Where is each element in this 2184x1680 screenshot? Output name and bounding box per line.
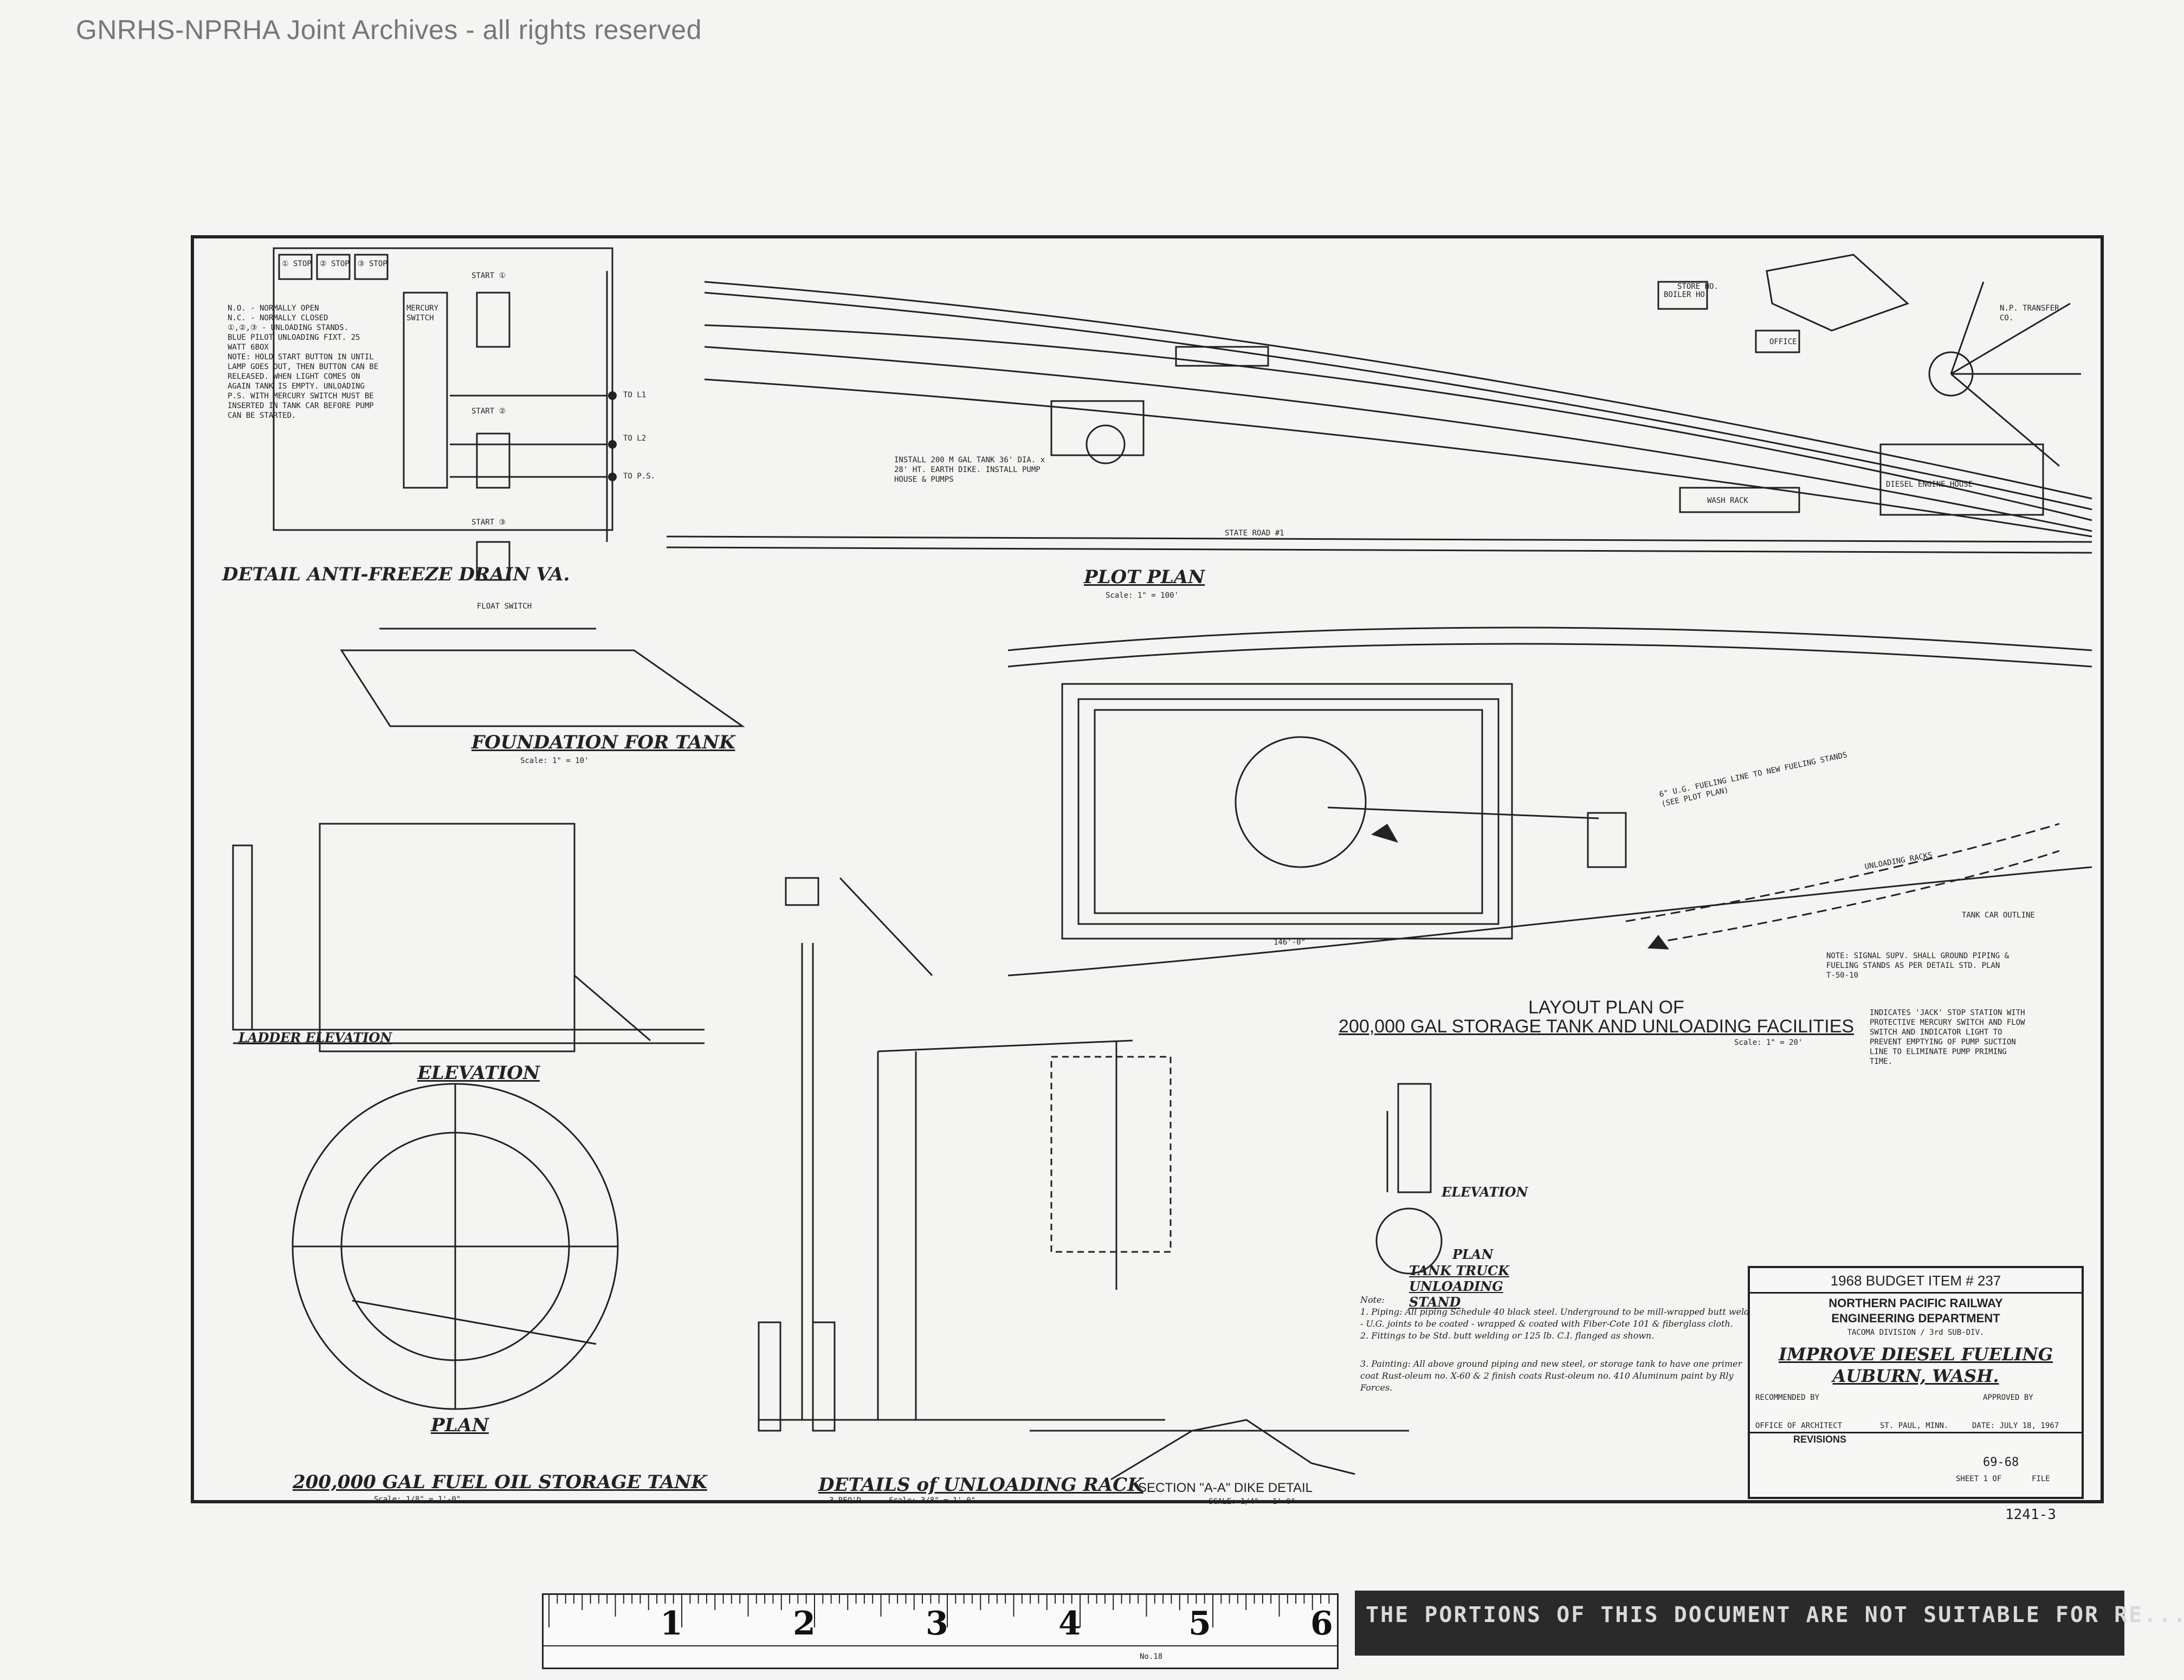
transfer-co-label: N.P. TRANSFER CO.: [2000, 304, 2059, 322]
unloading-rack-scale: Scale: 3/8" = 1'-0": [889, 1496, 976, 1505]
notes-head: Note:: [1360, 1295, 1385, 1305]
truck-elevation-title: ELEVATION: [1442, 1184, 1528, 1200]
ruler-label: No.18: [1140, 1652, 1163, 1661]
state-road-label: STATE ROAD #1: [1225, 529, 1284, 538]
wiring-stop-1: ① STOP: [282, 260, 312, 268]
layout-title-1: LAYOUT PLAN OF: [1528, 997, 1684, 1018]
ruler-mark-6: 6: [1310, 1605, 1333, 1643]
wiring-start-1: START ①: [471, 272, 506, 280]
wiring-to-ps: TO P.S.: [623, 472, 656, 481]
ruler-mark-1: 1: [660, 1605, 683, 1643]
sheet-count: SHEET 1 OF: [1956, 1475, 2002, 1483]
layout-scale: Scale: 1" = 20': [1734, 1038, 1803, 1047]
section-scale: SCALE: 1/4" = 1'-0": [1209, 1497, 1296, 1506]
note-3: 3. Painting: All above ground piping and…: [1360, 1359, 1742, 1393]
recommended-by: RECOMMENDED BY: [1755, 1393, 1820, 1402]
wiring-float: FLOAT SWITCH: [477, 602, 532, 611]
title-block: 1968 BUDGET ITEM # 237 NORTHERN PACIFIC …: [1748, 1266, 2084, 1499]
legend-stands: ①,②,③ - UNLOADING STANDS.: [228, 324, 349, 332]
division: TACOMA DIVISION / 3rd SUB-DIV.: [1847, 1328, 1985, 1337]
wiring-mercury: MERCURY SWITCH: [406, 304, 439, 322]
legend-note: NOTE: HOLD START BUTTON IN UNTIL LAMP GO…: [228, 353, 379, 420]
revisions-heading: REVISIONS: [1793, 1434, 1847, 1445]
plot-plan-scale: Scale: 1" = 100': [1106, 591, 1179, 600]
unloading-rack-req: 3 REQ'D: [829, 1496, 862, 1505]
file-label: FILE: [2032, 1475, 2050, 1483]
wiring-stop-3: ③ STOP: [358, 260, 387, 268]
drawing-number: 69-68: [1983, 1456, 2019, 1469]
archive-stamp: 1241-3: [2005, 1507, 2056, 1523]
layout-title-2: 200,000 GAL STORAGE TANK AND UNLOADING F…: [1339, 1016, 1855, 1037]
diesel-engine-house-label: DIESEL ENGINE HOUSE: [1886, 480, 1973, 489]
project-line-2: AUBURN, WASH.: [1832, 1366, 1999, 1386]
detail-drain-title: DETAIL ANTI-FREEZE DRAIN VA.: [222, 564, 570, 585]
truck-stand-title: TANK TRUCK UNLOADING STAND: [1409, 1263, 1510, 1310]
scale-ruler: 1 2 3 4 5 6 No.18: [542, 1593, 1339, 1669]
wiring-to-l2: TO L2: [623, 434, 647, 443]
boiler-house-label: BOILER HO.: [1664, 290, 1710, 299]
legend: N.O. - NORMALLY OPEN N.C. - NORMALLY CLO…: [228, 303, 379, 421]
legend-nc: N.C. - NORMALLY CLOSED: [228, 314, 328, 322]
ruler-mark-2: 2: [793, 1605, 816, 1643]
wiring-to-l1: TO L1: [623, 391, 647, 399]
archive-watermark: GNRHS-NPRHA Joint Archives - all rights …: [76, 15, 702, 45]
drawing-date: DATE: JULY 18, 1967: [1972, 1421, 2059, 1430]
truck-plan-title: PLAN: [1452, 1246, 1494, 1262]
city: ST. PAUL, MINN.: [1880, 1421, 1949, 1430]
note-1: 1. Piping: All piping Schedule 40 black …: [1360, 1307, 1750, 1329]
layout-dimension: 146'-0": [1274, 938, 1306, 947]
layout-note: NOTE: SIGNAL SUPV. SHALL GROUND PIPING &…: [1826, 952, 2009, 980]
elevation-title: ELEVATION: [417, 1062, 540, 1084]
wiring-start-3: START ③: [471, 518, 506, 527]
notice-band: THE PORTIONS OF THIS DOCUMENT ARE NOT SU…: [1355, 1591, 2184, 1656]
wash-rack-label: WASH RACK: [1707, 496, 1748, 505]
plot-plan-title: PLOT PLAN: [1084, 566, 1205, 588]
note-2: 2. Fittings to be Std. butt welding or 1…: [1360, 1330, 1655, 1341]
engineering-dept: ENGINEERING DEPARTMENT: [1831, 1311, 2000, 1325]
store-house-label: STORE HO.: [1677, 282, 1718, 291]
ruler-mark-5: 5: [1188, 1605, 1211, 1643]
drawing-sheet: [191, 235, 2104, 1503]
general-notes: Note: 1. Piping: All piping Schedule 40 …: [1360, 1294, 1750, 1394]
railway-name: NORTHERN PACIFIC RAILWAY: [1828, 1296, 2003, 1310]
budget-item: 1968 BUDGET ITEM # 237: [1830, 1272, 2001, 1289]
ruler-mark-4: 4: [1058, 1605, 1081, 1643]
legend-pilot: BLUE PILOT UNLOADING FIXT. 25 WATT 6BOX: [228, 333, 360, 352]
tank-title: 200,000 GAL FUEL OIL STORAGE TANK: [293, 1471, 707, 1493]
wiring-start-2: START ②: [471, 407, 506, 416]
tank-scale: Scale: 1/8" = 1'-0": [374, 1495, 461, 1504]
section-title: SECTION "A-A" DIKE DETAIL: [1138, 1481, 1313, 1495]
project-line-1: IMPROVE DIESEL FUELING: [1778, 1344, 2053, 1365]
notice-text: THE PORTIONS OF THIS DOCUMENT ARE NOT SU…: [1366, 1603, 2184, 1627]
ruler-mark-3: 3: [926, 1605, 948, 1643]
tank-car-outline-label: TANK CAR OUTLINE: [1962, 911, 2035, 920]
install-note: INSTALL 200 M GAL TANK 36' DIA. x 28' HT…: [894, 456, 1045, 484]
foundation-scale: Scale: 1" = 10': [520, 757, 589, 765]
office-label: OFFICE: [1769, 338, 1797, 346]
legend-no: N.O. - NORMALLY OPEN: [228, 304, 319, 313]
unloading-rack-title: DETAILS of UNLOADING RACK: [818, 1474, 1143, 1496]
approved-by: APPROVED BY: [1983, 1393, 2033, 1402]
office-of-architect: OFFICE OF ARCHITECT: [1755, 1421, 1843, 1430]
jack-station-note: INDICATES 'JACK' STOP STATION WITH PROTE…: [1870, 1009, 2025, 1066]
tank-plan-title: PLAN: [431, 1414, 489, 1436]
wiring-stop-2: ② STOP: [320, 260, 350, 268]
ladder-elevation-title: LADDER ELEVATION: [238, 1030, 392, 1045]
foundation-title: FOUNDATION FOR TANK: [471, 732, 735, 753]
